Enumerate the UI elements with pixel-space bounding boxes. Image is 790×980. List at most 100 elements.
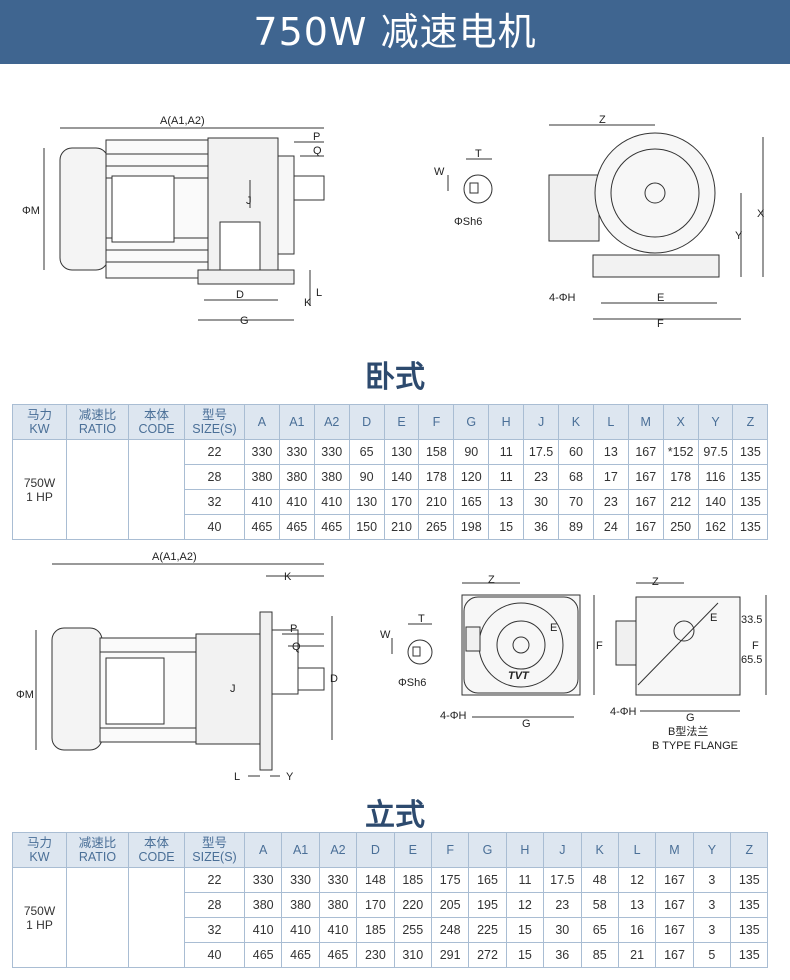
dim-g-label: G [522, 718, 531, 730]
table-cell: 220 [393, 892, 432, 918]
dim-33-5-label: 33.5 [741, 614, 762, 626]
table-cell: 40 [184, 514, 245, 540]
table-cell: 3 [692, 892, 732, 918]
vertical-flange-view-drawing: Z E F G 4-ΦH TVT [410, 575, 606, 735]
header-cell: D [348, 404, 385, 440]
table-cell: 410 [281, 917, 320, 943]
table-cell: 167 [627, 489, 664, 515]
table-cell: 170 [383, 489, 420, 515]
header-cell: J [543, 832, 582, 868]
table-cell: 22 [184, 439, 245, 465]
table-cell: 380 [313, 464, 350, 490]
table-cell: 140 [697, 489, 734, 515]
table-cell: 272 [468, 942, 507, 968]
table-cell: 135 [730, 892, 769, 918]
table-cell: 330 [281, 867, 320, 893]
dim-e-label: E [657, 292, 664, 304]
header-cell: Z [732, 404, 769, 440]
dim-65-5-label: 65.5 [741, 654, 762, 666]
table-cell: 15 [505, 942, 545, 968]
dim-d-label: D [330, 673, 338, 685]
empty-cell [128, 867, 185, 968]
table-cell: 178 [418, 464, 455, 490]
table-cell: 12 [617, 867, 657, 893]
header-cell: X [662, 404, 699, 440]
table-cell: 36 [523, 514, 560, 540]
table-cell: 465 [313, 514, 350, 540]
header-cell: F [418, 404, 455, 440]
table-cell: 28 [184, 464, 245, 490]
dim-l-label: L [316, 287, 322, 299]
dim-e-label: E [710, 612, 717, 624]
flange-type-en: B TYPE FLANGE [652, 740, 738, 752]
header-cell: G [468, 832, 507, 868]
header-cell: A2 [313, 404, 350, 440]
table-cell: 148 [356, 867, 395, 893]
vertical-side-view-drawing: A(A1,A2) K P Q ΦM J D L Y [12, 550, 357, 782]
empty-cell [66, 867, 129, 968]
horizontal-side-view-drawing: A(A1,A2) P Q ΦM J D G L K [20, 110, 350, 330]
empty-cell [128, 439, 185, 540]
table-cell: 30 [543, 917, 582, 943]
header-cell: A1 [278, 404, 315, 440]
table-cell: 165 [468, 867, 507, 893]
header-cell: J [523, 404, 560, 440]
table-cell: 167 [627, 514, 664, 540]
header-cell: E [383, 404, 420, 440]
table-cell: 198 [453, 514, 490, 540]
dim-phim-label: ΦM [22, 205, 40, 217]
table-cell: 167 [655, 917, 694, 943]
vertical-shaft-section-drawing: T W ΦSh6 [378, 612, 448, 692]
table-cell: 167 [627, 439, 664, 465]
table-cell: 135 [730, 942, 769, 968]
table-cell: 135 [732, 439, 769, 465]
dim-a-label: A(A1,A2) [152, 551, 197, 563]
dim-l-label: L [234, 771, 240, 782]
dim-d-label: D [236, 289, 244, 301]
table-cell: 97.5 [697, 439, 734, 465]
table-cell: 465 [318, 942, 358, 968]
table-cell: 135 [730, 917, 769, 943]
table-cell: 167 [655, 892, 694, 918]
dim-j-label: J [230, 683, 236, 695]
flange-type-cn: B型法兰 [668, 724, 708, 738]
table-cell: 230 [356, 942, 395, 968]
dim-x-label: X [757, 208, 765, 220]
dim-z-label: Z [599, 115, 606, 126]
vertical-b-type-flange-drawing: Z E F G 4-ΦH 33.5 65.5 B型法兰 B TYPE FLANG… [610, 575, 780, 760]
table-cell: 130 [383, 439, 420, 465]
horizontal-shaft-section-drawing: T W ΦSh6 [430, 145, 510, 235]
table-cell: 195 [468, 892, 507, 918]
dim-j-label: J [246, 195, 252, 207]
dim-w-label: W [434, 166, 445, 178]
table-cell: 23 [523, 464, 560, 490]
table-cell: 90 [348, 464, 385, 490]
dim-y-label: Y [735, 230, 743, 242]
dim-p-label: P [313, 131, 320, 143]
table-cell: 170 [356, 892, 395, 918]
table-cell: 11 [505, 867, 545, 893]
table-cell: 410 [243, 917, 283, 943]
dim-y-label: Y [286, 771, 294, 782]
header-cell: E [393, 832, 432, 868]
table-cell: 410 [278, 489, 315, 515]
table-cell: 265 [418, 514, 455, 540]
dim-phis-label: ΦSh6 [398, 677, 426, 689]
table-cell: 310 [393, 942, 432, 968]
table-cell: 16 [617, 917, 657, 943]
table-cell: 210 [383, 514, 420, 540]
table-cell: 15 [505, 917, 545, 943]
dim-h-label: 4-ΦH [440, 710, 467, 722]
header-cell: M [627, 404, 664, 440]
table-cell: 255 [393, 917, 432, 943]
header-cell: M [655, 832, 694, 868]
